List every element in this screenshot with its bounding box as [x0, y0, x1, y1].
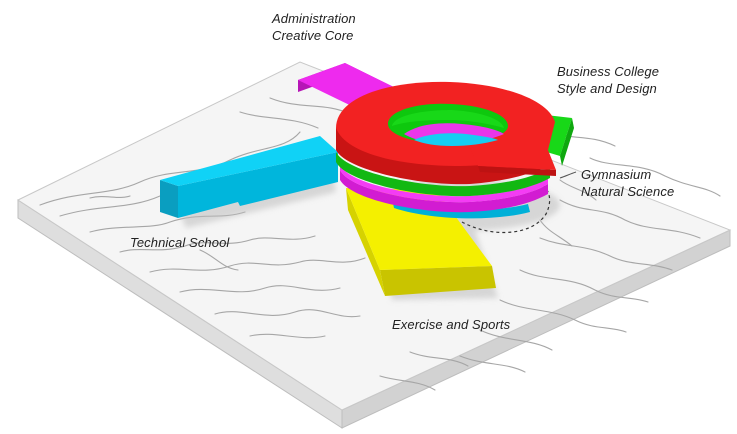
contour-line: [559, 199, 701, 239]
label-exercise-line1: Exercise and Sports: [392, 317, 511, 332]
label-administration-line2: Creative Core: [272, 28, 354, 43]
contour-line: [459, 355, 526, 373]
label-gym-line2: Natural Science: [581, 184, 675, 199]
building-exercise-sports: [346, 188, 496, 296]
label-business-line1: Business College: [557, 64, 660, 79]
contour-line: [199, 249, 239, 271]
contour-line: [214, 309, 361, 318]
label-exercise-sports: Exercise and Sports: [392, 316, 510, 333]
leader-lines: [559, 171, 577, 179]
contour-line: [539, 237, 673, 271]
contour-line: [539, 219, 573, 247]
contour-line: [559, 179, 597, 201]
label-administration-line1: Administration: [272, 11, 356, 26]
contour-line: [479, 329, 553, 351]
leader-line: [559, 171, 577, 179]
contour-line: [499, 299, 627, 333]
label-business-college: Business College Style and Design: [557, 63, 659, 97]
ring-layer-magenta: [340, 165, 548, 213]
contour-line: [239, 111, 319, 129]
label-technical-line1: Technical School: [130, 235, 230, 250]
contour-line: [379, 375, 436, 391]
label-technical-school: Technical School: [130, 234, 229, 251]
label-administration: Administration Creative Core: [272, 10, 356, 44]
ring-layer-cyan: [392, 190, 548, 219]
label-gymnasium: Gymnasium Natural Science: [581, 166, 674, 200]
building-technical-school: [160, 136, 338, 218]
contour-line: [39, 131, 301, 206]
ring-layer-red: [336, 81, 556, 185]
contour-line: [179, 285, 341, 293]
contour-line: [409, 351, 469, 367]
contour-line: [249, 333, 326, 339]
label-business-line2: Style and Design: [557, 81, 657, 96]
contour-line: [519, 269, 649, 303]
dotted-footprint: [461, 185, 551, 234]
label-gym-line1: Gymnasium: [581, 167, 652, 182]
contour-line: [89, 195, 131, 199]
contour-line: [119, 235, 316, 253]
contour-line: [589, 157, 721, 197]
contour-line: [149, 257, 366, 273]
